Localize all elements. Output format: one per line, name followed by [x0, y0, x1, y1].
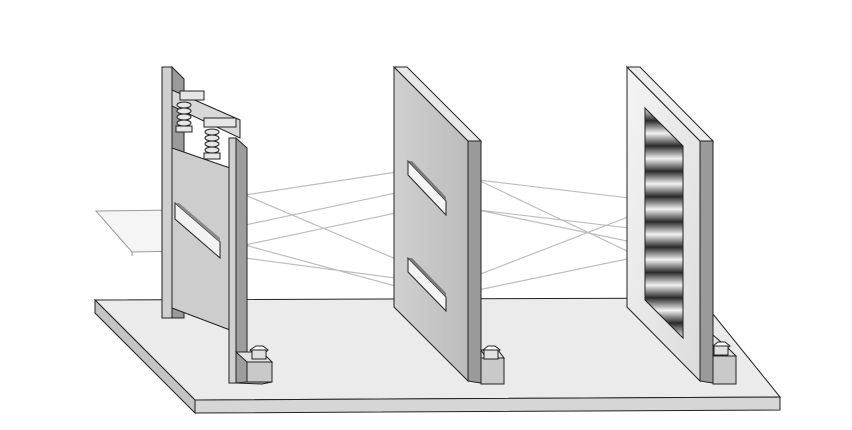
spring-coil	[176, 119, 192, 127]
spring-coil	[204, 134, 220, 142]
upper-slit-inner	[408, 161, 446, 201]
single-slit-inner	[175, 203, 220, 242]
ray	[244, 257, 411, 281]
foot-block-side	[235, 381, 273, 385]
ray	[477, 179, 647, 201]
ray	[477, 209, 647, 231]
spring-2	[203, 117, 237, 160]
observation-screen	[625, 65, 738, 385]
spring-base	[175, 125, 193, 133]
bolt-shank	[713, 345, 729, 356]
double-slit-screen	[392, 65, 505, 385]
ray	[244, 194, 411, 266]
foot-block-front	[480, 357, 505, 385]
base-plate-left-edge	[94, 298, 196, 415]
spring-coil	[204, 128, 220, 136]
ray	[244, 169, 411, 196]
ray	[244, 189, 411, 226]
ray	[244, 209, 411, 246]
bolt-shank	[251, 349, 267, 360]
foot-block-front	[246, 361, 273, 383]
ray	[477, 254, 647, 291]
spring-coil	[176, 107, 192, 115]
spring-coil	[204, 140, 220, 148]
front-post-side	[235, 136, 248, 384]
single-slit-holder	[161, 65, 274, 385]
spring-coil	[204, 146, 220, 154]
lower-slit-inner	[408, 258, 446, 297]
spring-cap	[179, 90, 205, 101]
light-paths	[244, 169, 647, 291]
ray	[477, 209, 647, 276]
observation-frame-edge	[699, 140, 714, 384]
spring-coil	[176, 113, 192, 121]
foot-block-front	[712, 355, 737, 385]
ray	[244, 244, 411, 291]
ray	[477, 209, 647, 246]
spring-1	[175, 90, 205, 133]
bolt-shank	[483, 349, 499, 360]
interference-fringes	[644, 106, 684, 340]
spring-coil	[176, 101, 192, 109]
front-post-face	[228, 137, 237, 384]
double-slit-screen-edge	[467, 140, 482, 384]
base-plate-front	[194, 396, 781, 414]
spring-cap	[203, 117, 237, 128]
back-post-face	[161, 66, 173, 319]
spring-base	[203, 152, 221, 160]
